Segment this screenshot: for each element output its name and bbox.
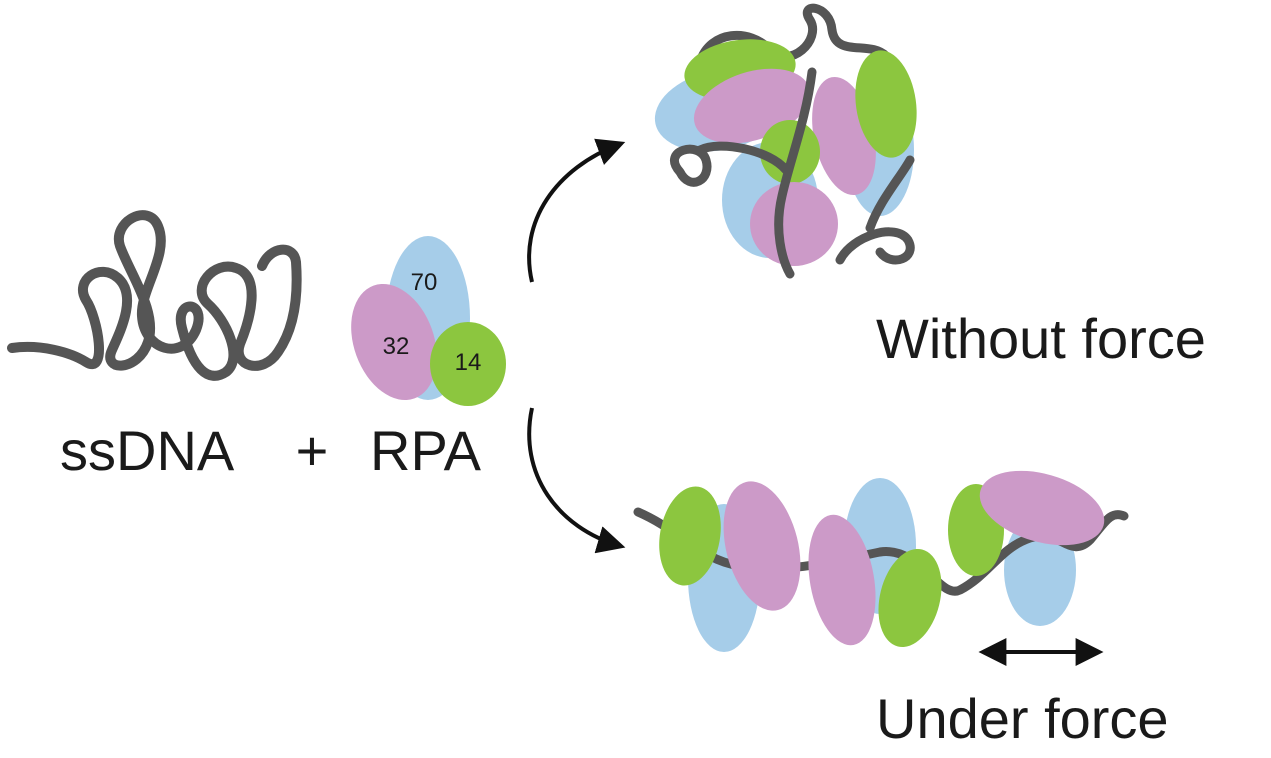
rpa32-subunit xyxy=(351,283,437,401)
filament-rpa32-3 xyxy=(979,470,1105,546)
filament-rpa14-2 xyxy=(878,548,942,648)
ssdna-label: ssDNA xyxy=(60,419,235,482)
cluster-dna-front xyxy=(670,67,915,279)
without-force-label: Without force xyxy=(876,307,1206,370)
extended-filament xyxy=(633,470,1129,652)
under-force-label: Under force xyxy=(876,687,1169,750)
cluster-dna-back xyxy=(695,3,891,67)
compacted-cluster xyxy=(654,3,917,279)
cluster-rpa14-b xyxy=(855,50,917,158)
ssdna-strand xyxy=(7,210,302,381)
rpa14-subunit xyxy=(430,322,506,406)
rpa32-label: 32 xyxy=(383,333,410,360)
arrow-to-under-force xyxy=(527,407,626,554)
filament-rpa32-2 xyxy=(808,514,876,646)
filament-rpa32-1 xyxy=(723,481,801,611)
filament-rpa14-1 xyxy=(659,486,721,586)
rpa-label: RPA xyxy=(370,419,482,482)
plus-sign: + xyxy=(296,419,329,482)
ssdna-coil xyxy=(7,210,302,381)
arrow-to-without-force xyxy=(527,138,626,283)
rpa70-label: 70 xyxy=(411,269,438,296)
rpa14-label: 14 xyxy=(455,349,482,376)
cluster-rpa32-c xyxy=(750,182,838,266)
rpa-complex: 70 32 14 xyxy=(351,236,506,406)
